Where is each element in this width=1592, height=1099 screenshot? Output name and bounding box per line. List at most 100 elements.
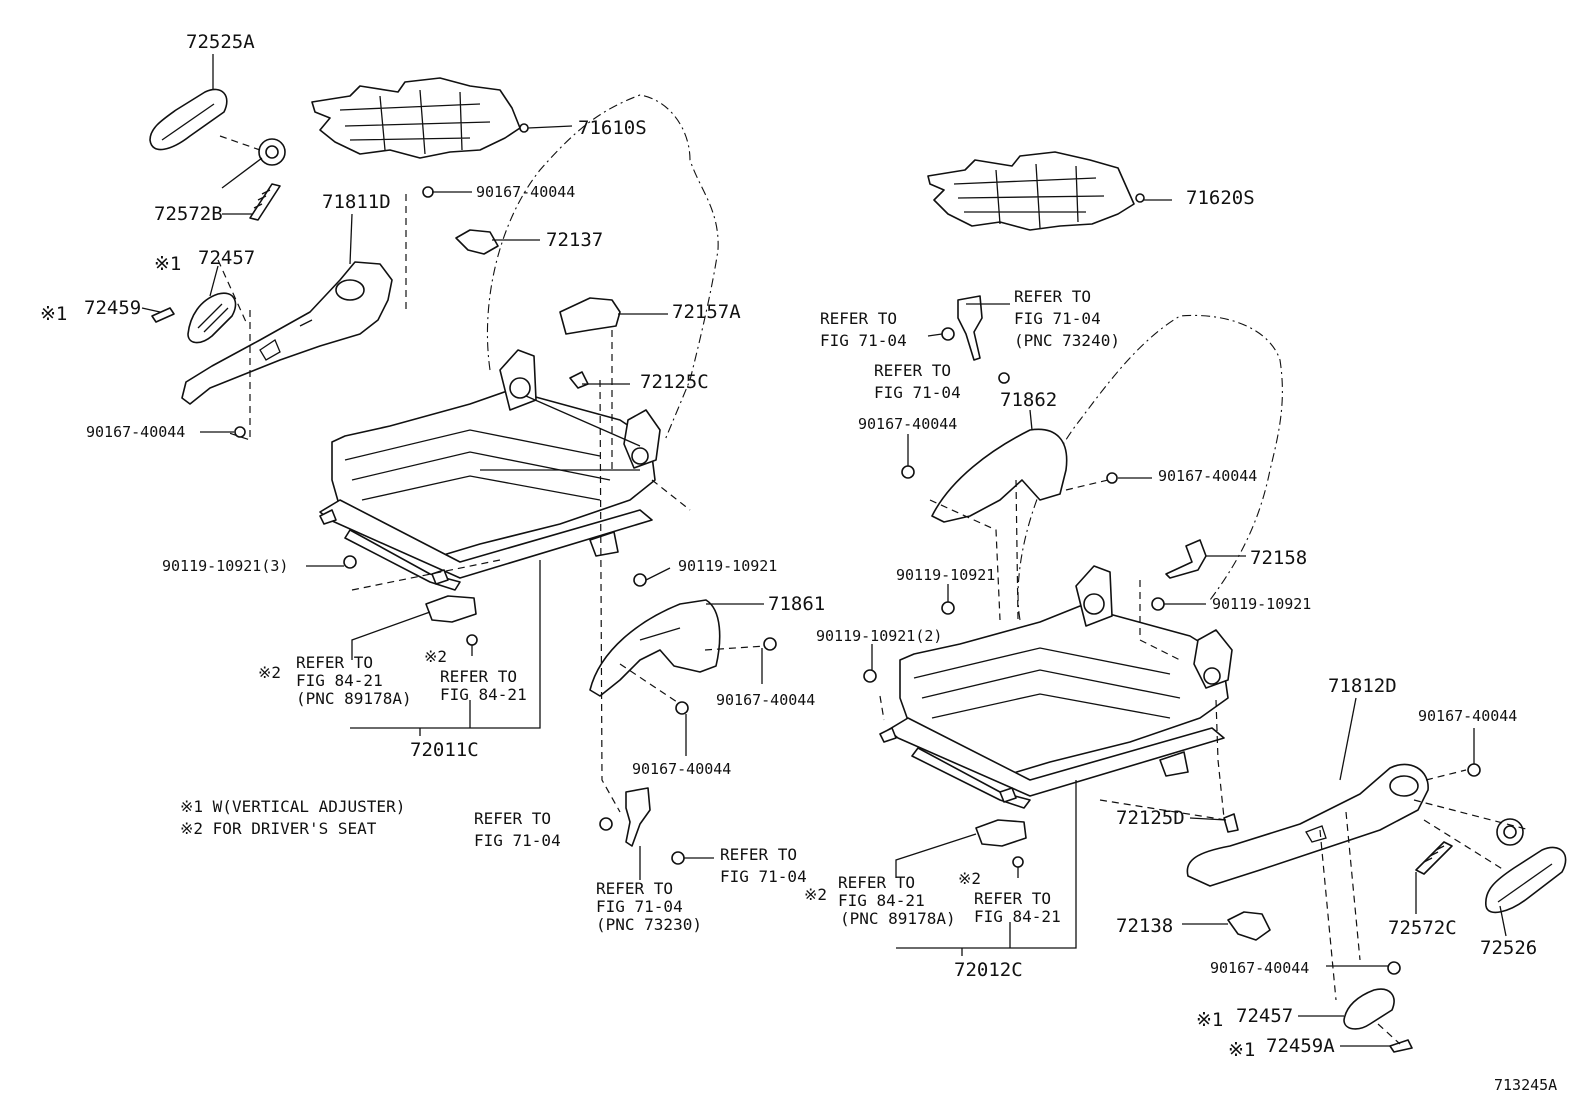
- label-ref-e2: FIG 71-04: [596, 897, 683, 916]
- side-cover-71811d: [181, 261, 393, 405]
- side-cover-71812d: [1186, 763, 1429, 887]
- label-90167-a: 90167-40044: [476, 183, 575, 201]
- label-ref-h2: FIG 71-04: [874, 383, 961, 402]
- label-72138: 72138: [1116, 915, 1173, 937]
- adjuster-spring-72572c: [1415, 818, 1524, 875]
- label-ref-b1: REFER TO: [440, 667, 517, 686]
- label-72157a: 72157A: [672, 301, 741, 323]
- bolts-right: [863, 465, 1481, 975]
- side-shield-71861: [589, 599, 721, 697]
- clip-72137: [455, 229, 499, 255]
- label-ref-c2: FIG 71-04: [474, 831, 561, 850]
- label-71861: 71861: [768, 593, 825, 615]
- label-mark2-d: ※2: [958, 869, 981, 888]
- label-ref-f1: REFER TO: [820, 309, 897, 328]
- bracket-72157a: [559, 297, 621, 335]
- clip-72125d: [1223, 813, 1239, 833]
- left-seat-frame: [319, 349, 661, 591]
- cover-72459: [151, 307, 175, 323]
- label-ref-g1: REFER TO: [1014, 287, 1091, 306]
- seat-belt-buckle-right: [941, 295, 1010, 384]
- cover-72459a: [1389, 1039, 1413, 1053]
- label-90167-d: 90167-40044: [632, 760, 731, 778]
- label-72457-left: 72457: [198, 247, 255, 269]
- label-71610s: 71610S: [578, 117, 647, 139]
- part-labels: 72525A 71610S 72572B 71811D 90167-40044 …: [40, 31, 1557, 1094]
- label-71812d: 71812D: [1328, 675, 1397, 697]
- label-90167-c: 90167-40044: [716, 691, 815, 709]
- label-ref-e1: REFER TO: [596, 879, 673, 898]
- label-mark1-a: ※1: [154, 253, 181, 275]
- label-ref-h1: REFER TO: [874, 361, 951, 380]
- clip-72125c: [569, 371, 589, 389]
- label-ref-g3: (PNC 73240): [1014, 331, 1120, 350]
- knob-72526: [1485, 846, 1567, 914]
- label-72459a: 72459A: [1266, 1035, 1335, 1057]
- label-72459: 72459: [84, 297, 141, 319]
- knob-72525a: [149, 88, 228, 151]
- label-ref-i1: REFER TO: [838, 873, 915, 892]
- label-ref-d2: FIG 71-04: [720, 867, 807, 886]
- label-mark1-b: ※1: [40, 303, 67, 325]
- label-90119-c: 90119-10921: [1212, 595, 1311, 613]
- label-ref-i2: FIG 84-21: [838, 891, 925, 910]
- label-72158: 72158: [1250, 547, 1307, 569]
- label-90119-a: 90119-10921: [678, 557, 777, 575]
- label-ref-a2: FIG 84-21: [296, 671, 383, 690]
- label-ref-d1: REFER TO: [720, 845, 797, 864]
- actuator-left: [425, 595, 478, 656]
- label-90167-h: 90167-40044: [1210, 959, 1309, 977]
- label-ref-b2: FIG 84-21: [440, 685, 527, 704]
- label-72526: 72526: [1480, 937, 1537, 959]
- lever-72457-right: [1343, 988, 1395, 1030]
- left-seatback-outline: [486, 94, 719, 441]
- label-note-2: ※2 FOR DRIVER'S SEAT: [180, 819, 377, 838]
- label-90167-b: 90167-40044: [86, 423, 185, 441]
- label-90167-f: 90167-40044: [1158, 467, 1257, 485]
- lever-72457-left: [187, 292, 237, 344]
- actuator-right: [975, 819, 1027, 878]
- label-72125d: 72125D: [1116, 807, 1185, 829]
- label-ref-i3: (PNC 89178A): [840, 909, 956, 928]
- label-72137: 72137: [546, 229, 603, 251]
- seat-belt-buckle-left: [599, 787, 685, 865]
- label-72125c: 72125C: [640, 371, 709, 393]
- label-ref-a1: REFER TO: [296, 653, 373, 672]
- leader-lines: [141, 54, 1507, 1047]
- label-ref-j1: REFER TO: [974, 889, 1051, 908]
- label-71811d: 71811D: [322, 191, 391, 213]
- right-dash-lines: [879, 479, 1531, 1045]
- label-71862: 71862: [1000, 389, 1057, 411]
- right-seat-frame: [879, 565, 1233, 809]
- bolts-left: [234, 186, 777, 715]
- label-90119-2: 90119-10921(2): [816, 627, 942, 645]
- label-ref-f2: FIG 71-04: [820, 331, 907, 350]
- label-90167-g: 90167-40044: [1418, 707, 1517, 725]
- label-mark2-a: ※2: [258, 663, 281, 682]
- label-72572b: 72572B: [154, 203, 223, 225]
- label-90167-e: 90167-40044: [858, 415, 957, 433]
- label-90119-b: 90119-10921: [896, 566, 995, 584]
- label-72572c: 72572C: [1388, 917, 1457, 939]
- seat-spring-71610s: [311, 77, 529, 159]
- label-ref-g2: FIG 71-04: [1014, 309, 1101, 328]
- label-note-1: ※1 W(VERTICAL ADJUSTER): [180, 797, 405, 816]
- figure-id: 713245A: [1494, 1076, 1557, 1094]
- label-mark1-c: ※1: [1196, 1009, 1223, 1031]
- label-ref-c1: REFER TO: [474, 809, 551, 828]
- label-ref-j2: FIG 84-21: [974, 907, 1061, 926]
- bracket-72158: [1165, 539, 1207, 579]
- label-72011c: 72011C: [410, 739, 479, 761]
- seat-spring-71620s: [927, 151, 1145, 231]
- label-90119-3: 90119-10921(3): [162, 557, 288, 575]
- label-mark1-d: ※1: [1228, 1039, 1255, 1061]
- clip-72138: [1227, 911, 1271, 941]
- left-dash-lines: [217, 135, 766, 813]
- label-72525a: 72525A: [186, 31, 255, 53]
- adjuster-spring-72572b: [221, 138, 286, 221]
- label-71620s: 71620S: [1186, 187, 1255, 209]
- label-72012c: 72012C: [954, 959, 1023, 981]
- label-ref-a3: (PNC 89178A): [296, 689, 412, 708]
- label-mark2-b: ※2: [424, 647, 447, 666]
